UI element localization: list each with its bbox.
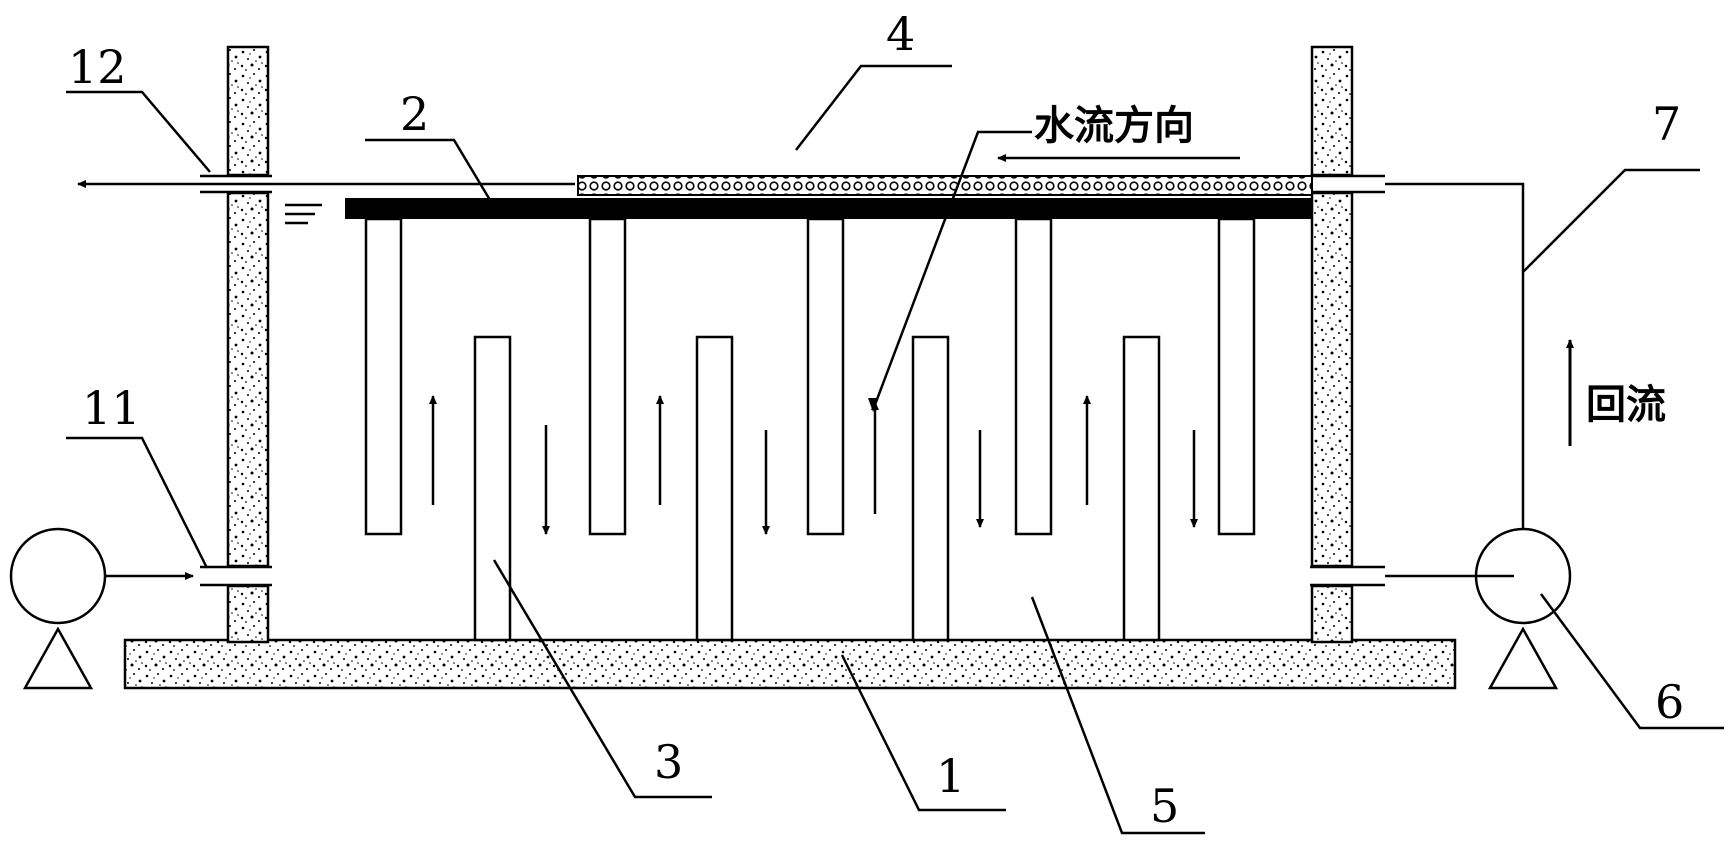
top-layer (577, 175, 1313, 196)
left-wall-middle (226, 191, 270, 568)
label-7: 7 (1652, 97, 1681, 151)
lower-baffle (473, 335, 512, 642)
label-5: 5 (1150, 779, 1179, 833)
lower-baffle (911, 335, 950, 642)
upper-baffle (1217, 217, 1256, 536)
leader-11 (66, 436, 209, 569)
reflux-line (1385, 182, 1525, 529)
right-wall-middle (1310, 191, 1354, 568)
label-12: 12 (68, 40, 127, 94)
reflux-inlet-pipe (1310, 174, 1385, 194)
right-wall-lower (1310, 584, 1354, 644)
leader-7 (1522, 168, 1700, 273)
upper-baffle (588, 217, 627, 536)
flow-direction-label: 水流方向 (1034, 103, 1194, 149)
label-2: 2 (400, 87, 429, 141)
leader-3 (492, 559, 712, 799)
upper-baffle (1014, 217, 1053, 536)
inlet-pump (9, 527, 107, 690)
base-slab (123, 638, 1457, 690)
label-3: 3 (654, 735, 683, 789)
flow-direction-leader (871, 130, 1032, 411)
outlet-pipe-12 (200, 174, 272, 194)
label-6: 6 (1655, 675, 1684, 729)
left-wall-lower (226, 584, 270, 644)
reflux-outlet-pipe (1310, 565, 1385, 587)
label-1: 1 (936, 749, 965, 803)
lower-baffle (695, 335, 734, 642)
upper-baffle (806, 217, 845, 536)
leader-6 (1539, 593, 1724, 730)
label-4: 4 (886, 7, 915, 61)
lower-baffle (1122, 335, 1161, 642)
flow-direction-leader-tip (868, 398, 878, 412)
leader-2 (365, 138, 492, 201)
left-wall-upper (226, 45, 270, 177)
reflux-pump (1474, 527, 1572, 690)
upper-baffle (364, 217, 403, 536)
label-11: 11 (82, 381, 141, 435)
right-wall-upper (1310, 45, 1354, 177)
leader-1 (840, 654, 1006, 812)
leader-5 (1030, 596, 1205, 835)
leader-12 (66, 90, 211, 173)
leader-4 (795, 64, 952, 151)
cover-plate (345, 198, 1312, 219)
water-level-symbol (285, 203, 322, 225)
reflux-label: 回流 (1586, 382, 1666, 428)
inlet-pipe-11 (200, 565, 272, 587)
